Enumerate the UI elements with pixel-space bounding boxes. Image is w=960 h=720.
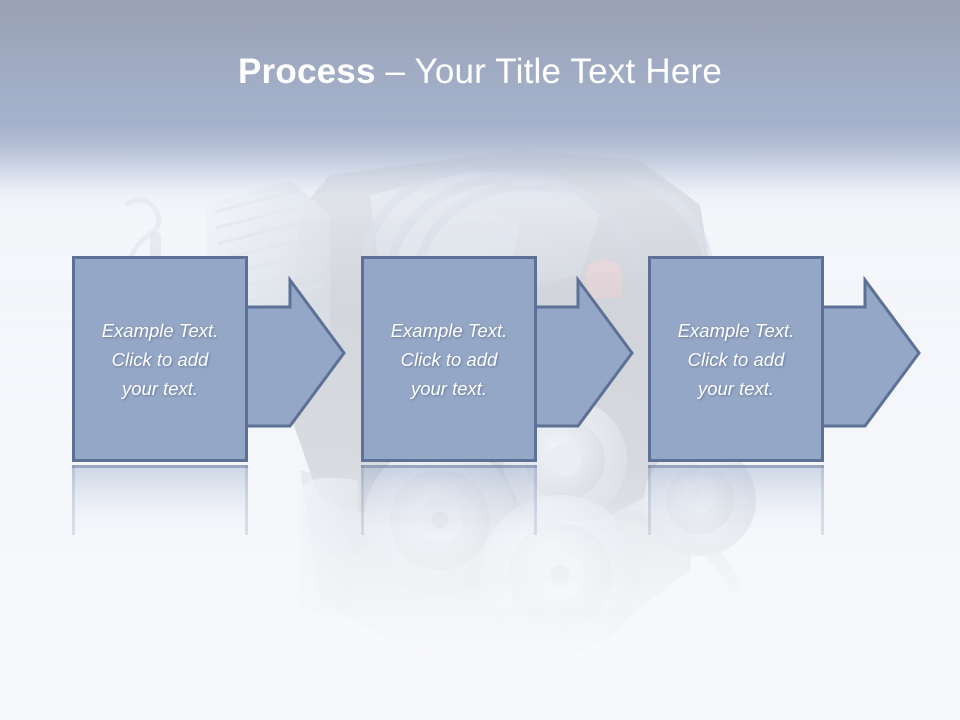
title-light-part: Your Title Text Here xyxy=(414,52,722,91)
process-step-3-text: Example Text. Click to add your text. xyxy=(677,319,795,399)
step-3-reflection xyxy=(648,465,824,535)
process-step-3[interactable]: Example Text. Click to add your text. xyxy=(648,256,824,462)
process-step-2-text: Example Text. Click to add your text. xyxy=(390,319,508,399)
step-2-reflection xyxy=(361,465,537,535)
page-title: Process – Your Title Text Here xyxy=(0,50,960,94)
step-1-reflection xyxy=(72,465,248,535)
process-step-1-text: Example Text. Click to add your text. xyxy=(101,319,219,399)
title-bold-part: Process xyxy=(238,52,376,91)
process-step-1[interactable]: Example Text. Click to add your text. xyxy=(72,256,248,462)
process-step-2[interactable]: Example Text. Click to add your text. xyxy=(361,256,537,462)
title-separator: – xyxy=(375,52,415,91)
